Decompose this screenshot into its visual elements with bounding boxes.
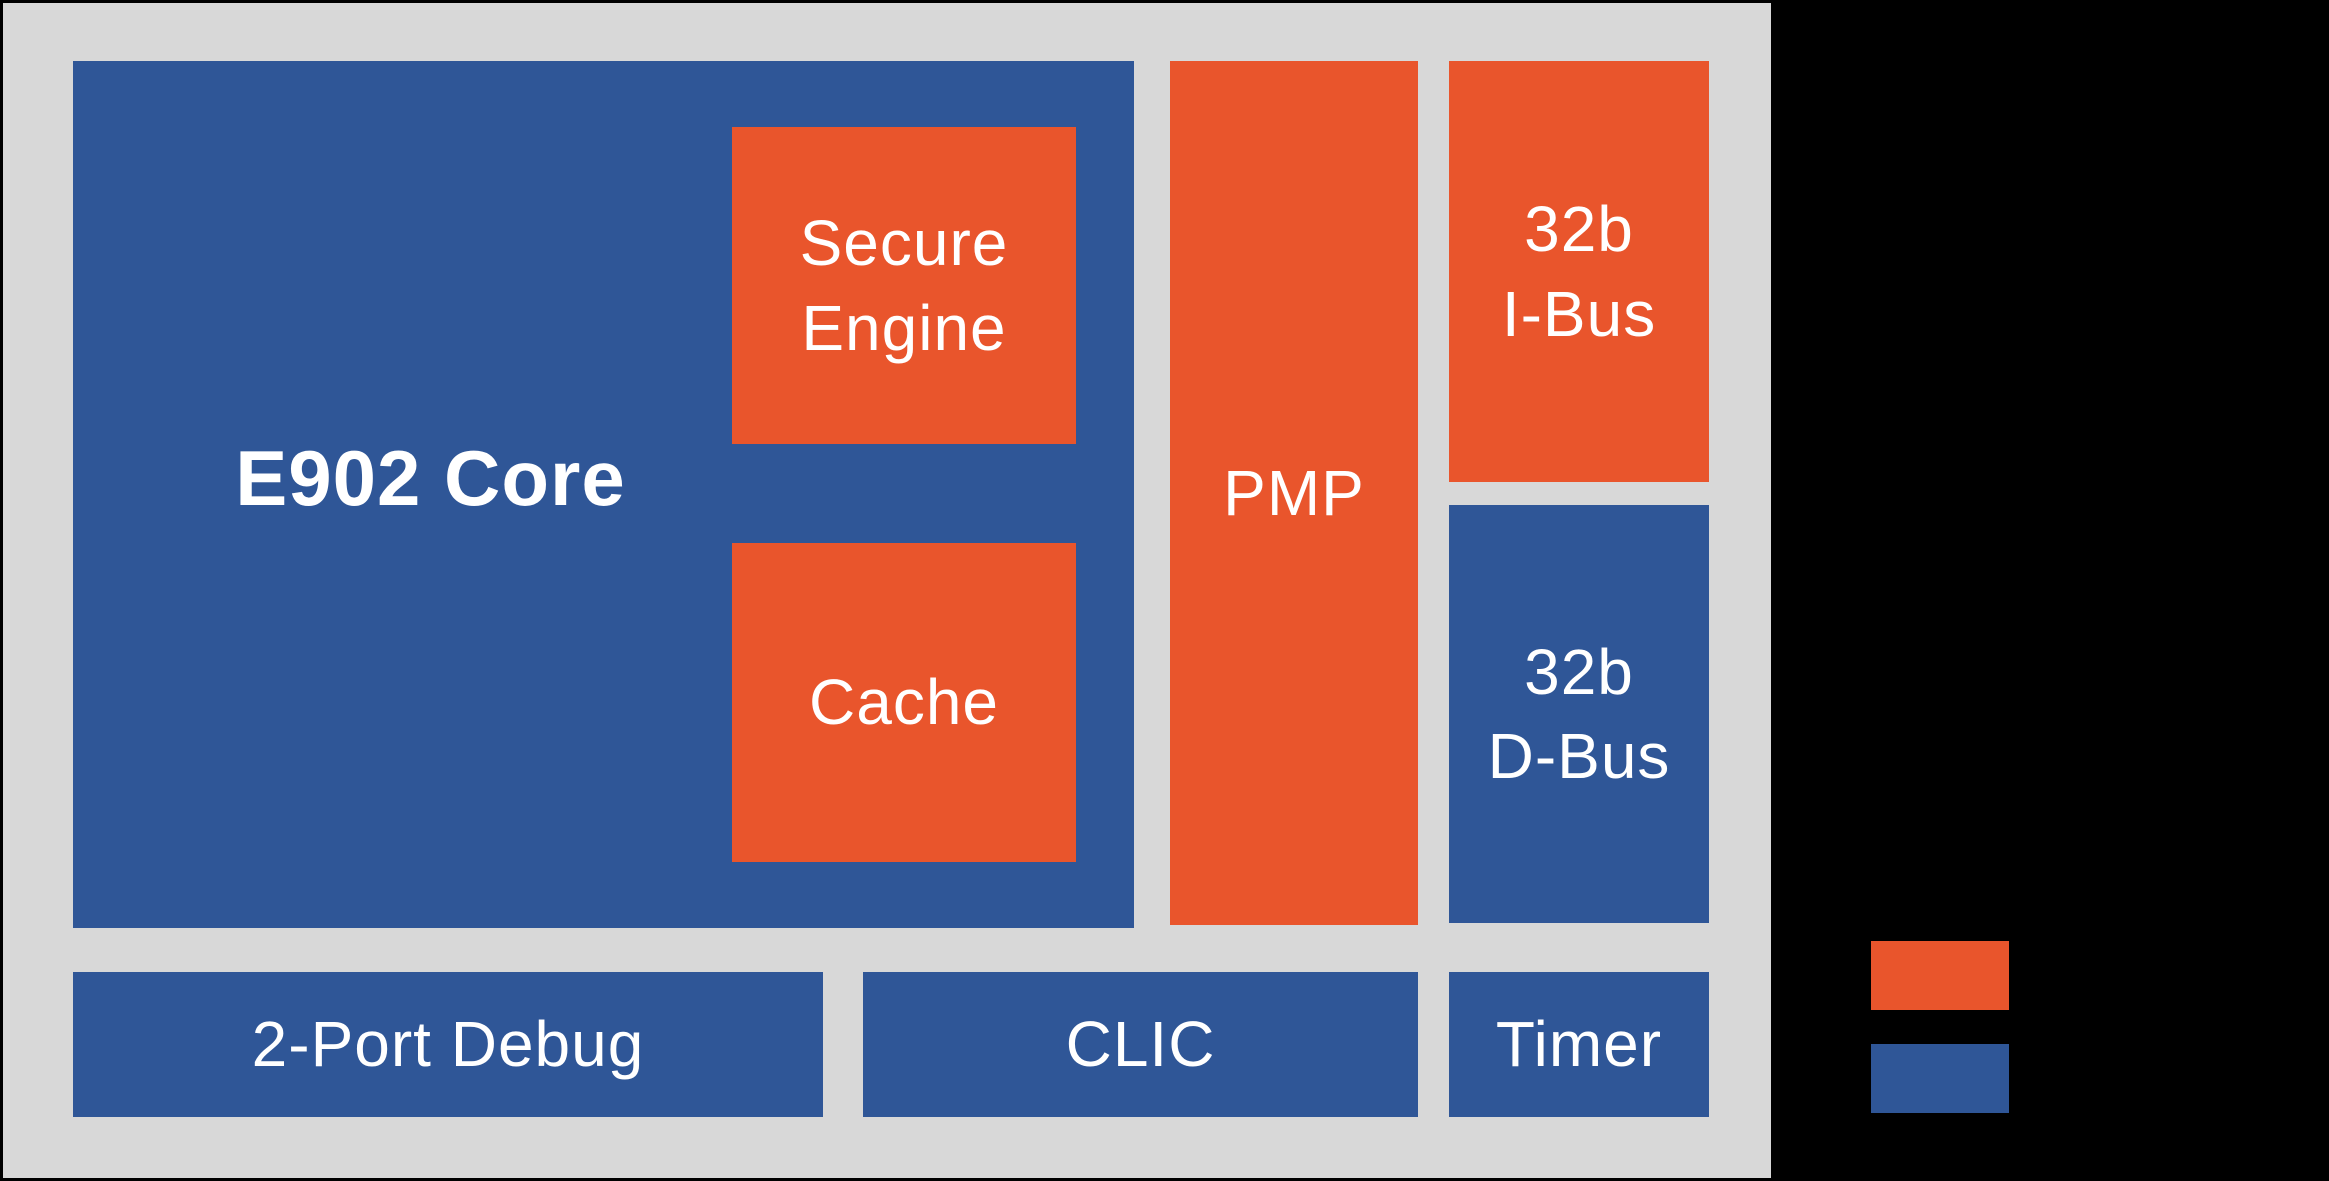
cache-label: Cache (809, 666, 999, 739)
block-e902-core: E902 Core Secure Engine Cache (73, 61, 1134, 928)
block-clic: CLIC (863, 972, 1418, 1117)
block-pmp: PMP (1170, 61, 1418, 925)
block-timer: Timer (1449, 972, 1709, 1117)
d-bus-label: 32b D-Bus (1488, 630, 1671, 799)
i-bus-label-line1: 32b (1524, 193, 1634, 266)
legend-orange-swatch (1871, 941, 2009, 1010)
i-bus-label-line2: I-Bus (1501, 277, 1657, 350)
block-2-port-debug: 2-Port Debug (73, 972, 823, 1117)
diagram-panel: E902 Core Secure Engine Cache PMP 32b I-… (3, 3, 1771, 1178)
secure-engine-label: Secure Engine (800, 201, 1009, 370)
d-bus-label-line1: 32b (1524, 635, 1634, 708)
e902-core-label-area: E902 Core (73, 45, 732, 912)
secure-engine-label-line2: Engine (801, 291, 1007, 364)
e902-core-label: E902 Core (235, 434, 626, 522)
i-bus-label: 32b I-Bus (1502, 187, 1656, 356)
block-i-bus: 32b I-Bus (1449, 61, 1709, 482)
block-secure-engine: Secure Engine (732, 127, 1076, 444)
2-port-debug-label: 2-Port Debug (251, 1008, 645, 1081)
d-bus-label-line2: D-Bus (1487, 720, 1671, 792)
block-cache: Cache (732, 543, 1076, 862)
secure-engine-label-line1: Secure (799, 207, 1009, 280)
block-d-bus: 32b D-Bus (1449, 505, 1709, 923)
clic-label: CLIC (1065, 1008, 1216, 1081)
timer-label: Timer (1495, 1008, 1663, 1081)
pmp-label: PMP (1223, 456, 1365, 529)
legend-blue-swatch (1871, 1044, 2009, 1113)
